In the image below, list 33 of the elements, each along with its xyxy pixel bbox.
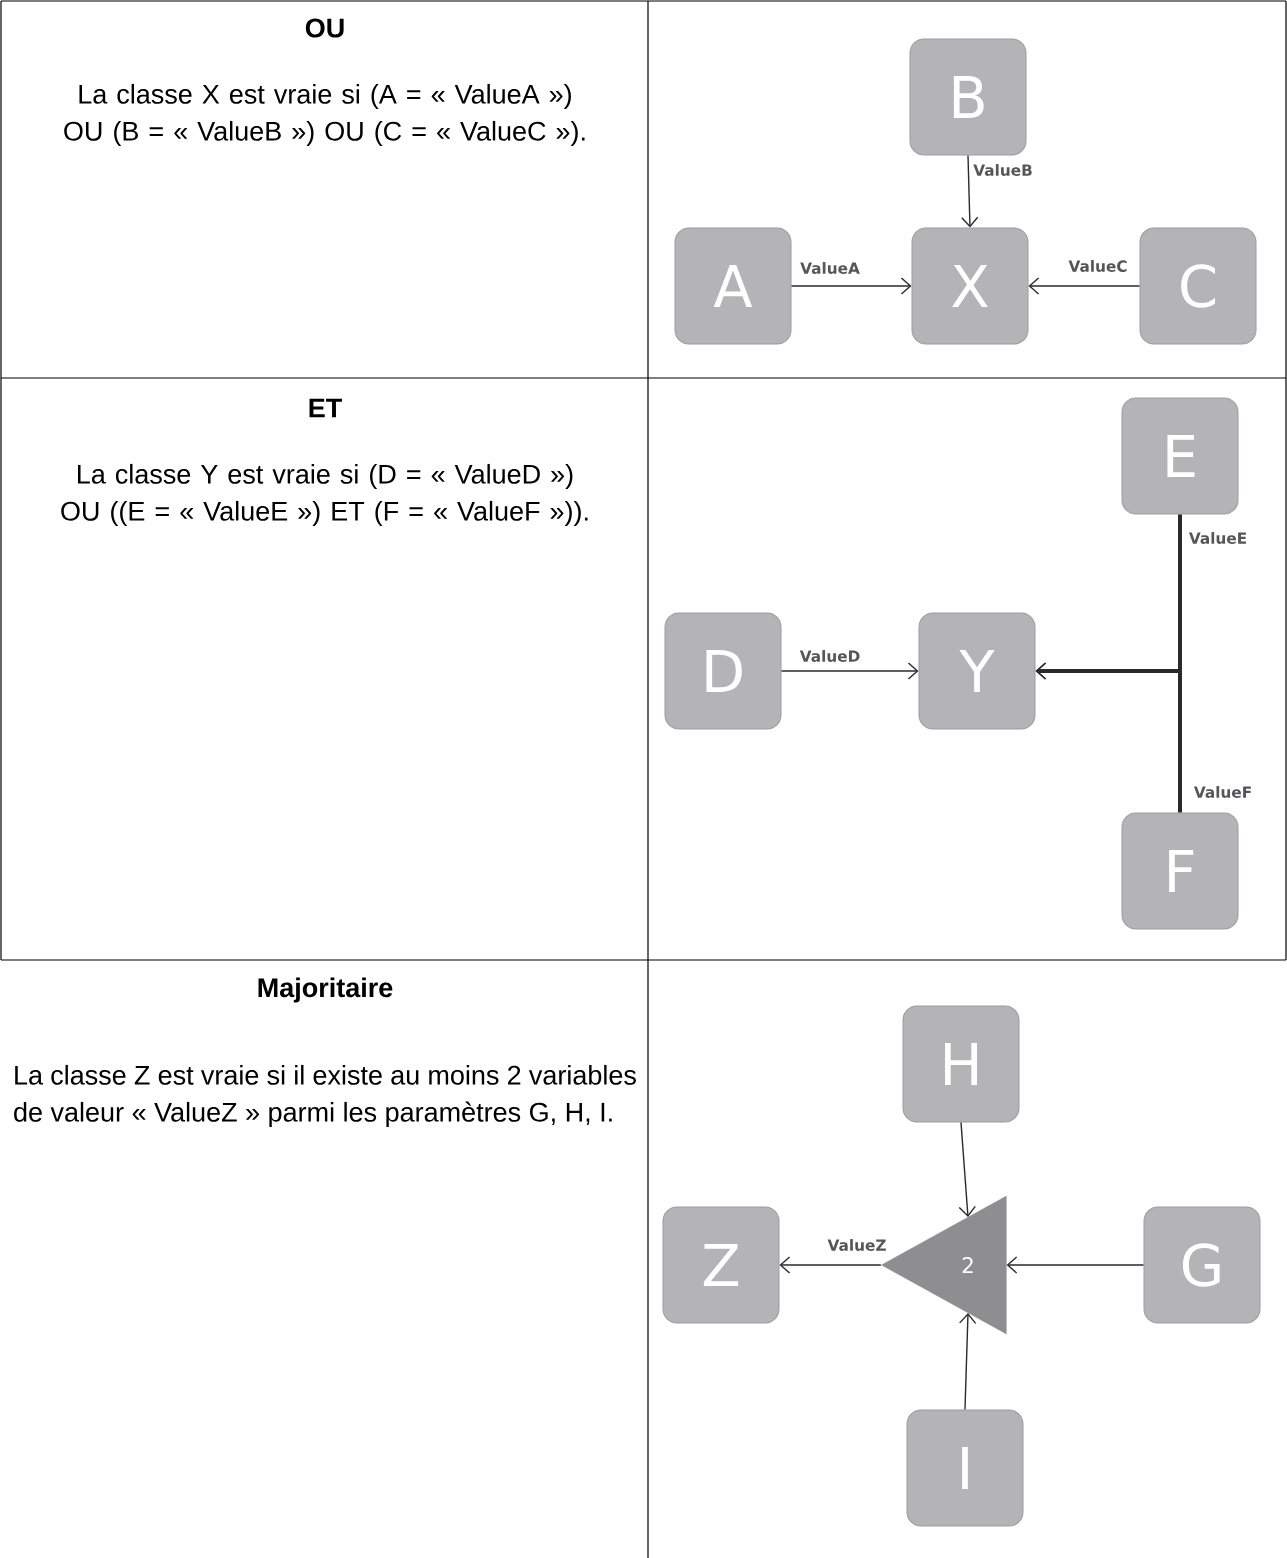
edge-label: ValueA xyxy=(799,261,861,275)
letter-box: H xyxy=(902,1005,1020,1123)
letter-box: B xyxy=(909,38,1027,156)
edge-label: ValueC xyxy=(1067,259,1129,273)
arrow xyxy=(958,1121,976,1217)
arrow xyxy=(790,277,912,295)
letter-box: C xyxy=(1139,227,1257,345)
edge-label: ValueE xyxy=(1187,531,1249,545)
letter-box: Z xyxy=(662,1206,780,1324)
letter-box: E xyxy=(1121,397,1239,515)
edge-label: ValueF xyxy=(1192,785,1254,799)
letter-box: I xyxy=(906,1409,1024,1527)
letter-box: D xyxy=(664,612,782,730)
arrow xyxy=(780,662,919,680)
letter-box: F xyxy=(1121,812,1239,930)
arrow xyxy=(1028,277,1141,295)
arrow xyxy=(961,154,979,228)
letter-box: X xyxy=(911,227,1029,345)
paragraph: La classe Z est vraie si il existe au moins 2 variables de valeur « ValueZ » parmi les paramètres G, H, I. xyxy=(14,1064,636,1128)
edge-label: ValueD xyxy=(798,649,862,663)
arrow xyxy=(779,1256,882,1274)
heading: OU xyxy=(305,18,344,38)
paragraph: La classe Y est vraie si (D = « ValueD ») OU ((E = « ValueE ») ET (F = « ValueF »)). xyxy=(61,463,588,527)
letter-box: A xyxy=(674,227,792,345)
arrow xyxy=(959,1313,977,1411)
paragraph: La classe X est vraie si (A = « ValueA ») OU (B = « ValueB ») OU (C = « ValueC »). xyxy=(64,83,585,147)
arrow xyxy=(1006,1256,1145,1274)
arrow xyxy=(1035,662,1182,813)
edge-label: ValueB xyxy=(972,163,1034,177)
letter-box: G xyxy=(1143,1206,1261,1324)
letter-box: Y xyxy=(918,612,1036,730)
heading: ET xyxy=(309,398,342,418)
heading: Majoritaire xyxy=(258,977,393,1003)
